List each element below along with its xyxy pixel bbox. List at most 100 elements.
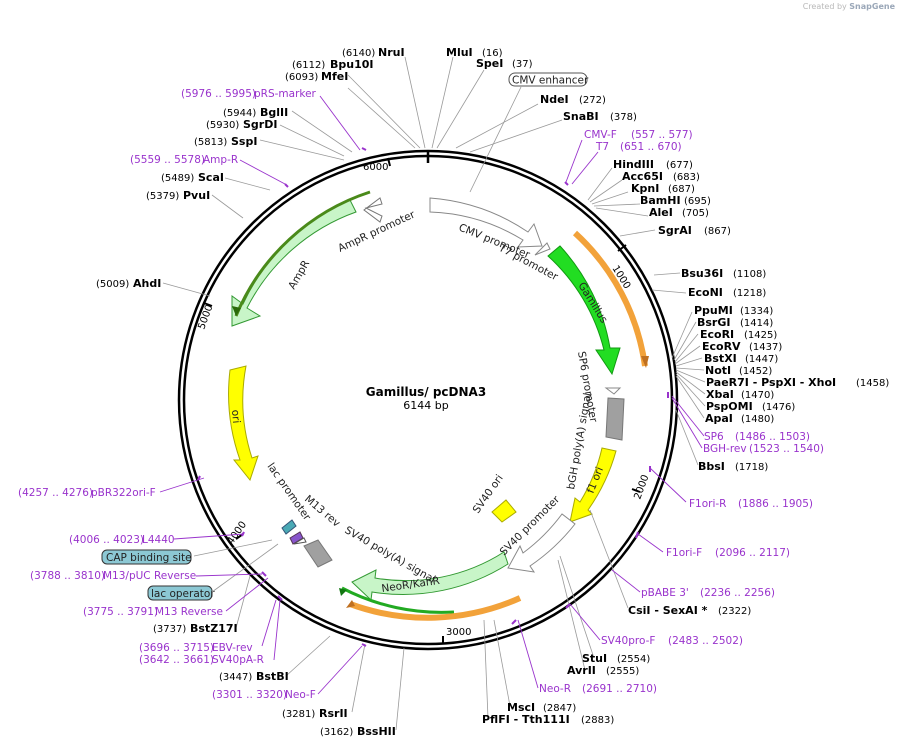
tick-label-4000: 4000 [225, 520, 249, 547]
lac-operator-box [147, 585, 213, 601]
gamillus-arrow [547, 245, 621, 376]
sv40-promoter-arrow [507, 513, 576, 573]
pflfi-tth111i-pos: (2883) [581, 715, 614, 726]
cmv-promoter-arrow [429, 197, 543, 248]
scai-pos: (5489) [161, 173, 194, 184]
ecorv-pos: (1437) [749, 342, 782, 353]
ebv-rev-label: EBV-rev [212, 642, 253, 654]
rsrii-label: RsrII [319, 707, 348, 720]
alei-label: AleI [649, 206, 673, 219]
neo-r-pos: (2691 .. 2710) [582, 683, 657, 695]
msci-label: MscI [507, 701, 535, 714]
sgrai-label: SgrAI [658, 224, 692, 237]
t7-promoter-arrow [534, 242, 551, 256]
noti-label: NotI [705, 364, 731, 377]
ampr-orf-arrowhead [232, 306, 241, 316]
pbabe-3-label: pBABE 3' [641, 587, 689, 599]
kpni-pos: (687) [668, 184, 695, 195]
pspomi-label: PspOMI [706, 400, 753, 413]
bgh-polya-block [605, 397, 625, 441]
ampr-label: AmpR [286, 258, 312, 291]
cmv-enhancer-box [508, 72, 588, 87]
m13-puc-reverse-label: M13/pUC Reverse [103, 570, 196, 582]
bamhi-label: BamHI [640, 194, 681, 207]
pvui-label: PvuI [183, 189, 210, 202]
l4440-pos: (4006 .. 4023) [69, 534, 144, 546]
neor-orange-arrowhead [346, 600, 355, 608]
plasmid-name: Gamillus/ pcDNA3 [366, 385, 486, 399]
f1-ori-arrow [569, 447, 617, 523]
credit-prefix: Created by [802, 2, 847, 11]
sgrai-pos: (867) [704, 226, 731, 237]
sgrdi-label: SgrDI [243, 118, 277, 131]
bstbi-pos: (3447) [219, 672, 252, 683]
neor-orf-arrowhead [339, 588, 347, 596]
alei-pos: (705) [682, 208, 709, 219]
bsu36i-pos: (1108) [733, 269, 766, 280]
bstz17i-pos: (3737) [153, 624, 186, 635]
hindiii-pos: (677) [666, 160, 693, 171]
spei-label: SpeI [476, 57, 503, 70]
m13-rev-arrow [293, 537, 307, 545]
feature-arrows [228, 190, 649, 621]
sv40pro-f-label: SV40pro-F [601, 635, 655, 647]
bsrgi-pos: (1414) [740, 318, 773, 329]
cmv-f-pos: (557 .. 577) [631, 129, 693, 141]
scai-label: ScaI [198, 171, 224, 184]
neo-r-label: Neo-R [539, 683, 571, 695]
mlui-label: MluI [446, 46, 473, 59]
ndei-pos: (272) [579, 95, 606, 106]
bpu10i-pos: (6112) [292, 60, 325, 71]
gamillus-orf-arc [572, 230, 648, 367]
bgh-rev-label: BGH-rev [703, 443, 747, 455]
m13-puc-reverse-pos: (3788 .. 3810) [30, 570, 105, 582]
cap-site-block [281, 519, 297, 535]
lac-operator-label: lac operator [151, 588, 215, 600]
bstxi-pos: (1447) [745, 354, 778, 365]
leader-lines [162, 56, 706, 731]
snapgene-logo: SnapGene [849, 2, 895, 11]
snabi-pos: (378) [610, 112, 637, 123]
tick-label-6000: 6000 [363, 162, 388, 173]
sv40pa-r-label: SV40pA-R [212, 654, 264, 666]
kpni-label: KpnI [631, 182, 659, 195]
ecori-pos: (1425) [744, 330, 777, 341]
ori-label: ori [229, 409, 242, 424]
t7-primer-pos: (651 .. 670) [620, 141, 682, 153]
tick-label-2000: 2000 [632, 473, 651, 501]
ampr-orf-arc [234, 190, 371, 317]
snabi-label: SnaBI [563, 110, 599, 123]
hindiii-label: HindIII [613, 158, 654, 171]
sgrdi-pos: (5930) [206, 120, 239, 131]
neo-f-pos: (3301 .. 3320) [212, 689, 287, 701]
bamhi-pos: (695) [684, 196, 711, 207]
bglii-pos: (5944) [223, 108, 256, 119]
xbai-pos: (1470) [741, 390, 774, 401]
prs-marker-pos: (5976 .. 5995) [181, 88, 256, 100]
sv40-ori-block [491, 499, 517, 523]
primer-labels: (5976 .. 5995) pRS-marker (5559 .. 5578)… [18, 88, 824, 701]
sp6-promoter-arrow [604, 387, 622, 395]
bsshii-label: BssHII [357, 725, 396, 738]
msci-pos: (2847) [543, 703, 576, 714]
ori-arrow [228, 365, 259, 482]
primer-leader-lines [159, 95, 705, 695]
stui-label: StuI [582, 652, 607, 665]
sv40-polya-label: SV40 poly(A) signal [343, 524, 438, 586]
bpu10i-label: Bpu10I [330, 58, 374, 71]
pbr322ori-f-label: pBR322ori-F [91, 487, 156, 499]
m13-reverse-label: M13 Reverse [155, 606, 223, 618]
cap-binding-site-label: CAP binding site [106, 552, 192, 564]
sv40pa-r-pos: (3642 .. 3661) [139, 654, 214, 666]
ppumi-pos: (1334) [740, 306, 773, 317]
avrii-label: AvrII [567, 664, 596, 677]
tick-label-5000: 5000 [196, 303, 215, 331]
ppumi-label: PpuMI [694, 304, 733, 317]
bstz17i-label: BstZ17I [190, 622, 238, 635]
amp-r-label: Amp-R [203, 154, 238, 166]
gamillus-label: Gamillus [575, 280, 609, 325]
spei-pos: (37) [512, 59, 533, 70]
f1ori-r-pos: (1886 .. 1905) [738, 498, 813, 510]
neor-orange-arc [348, 595, 522, 621]
